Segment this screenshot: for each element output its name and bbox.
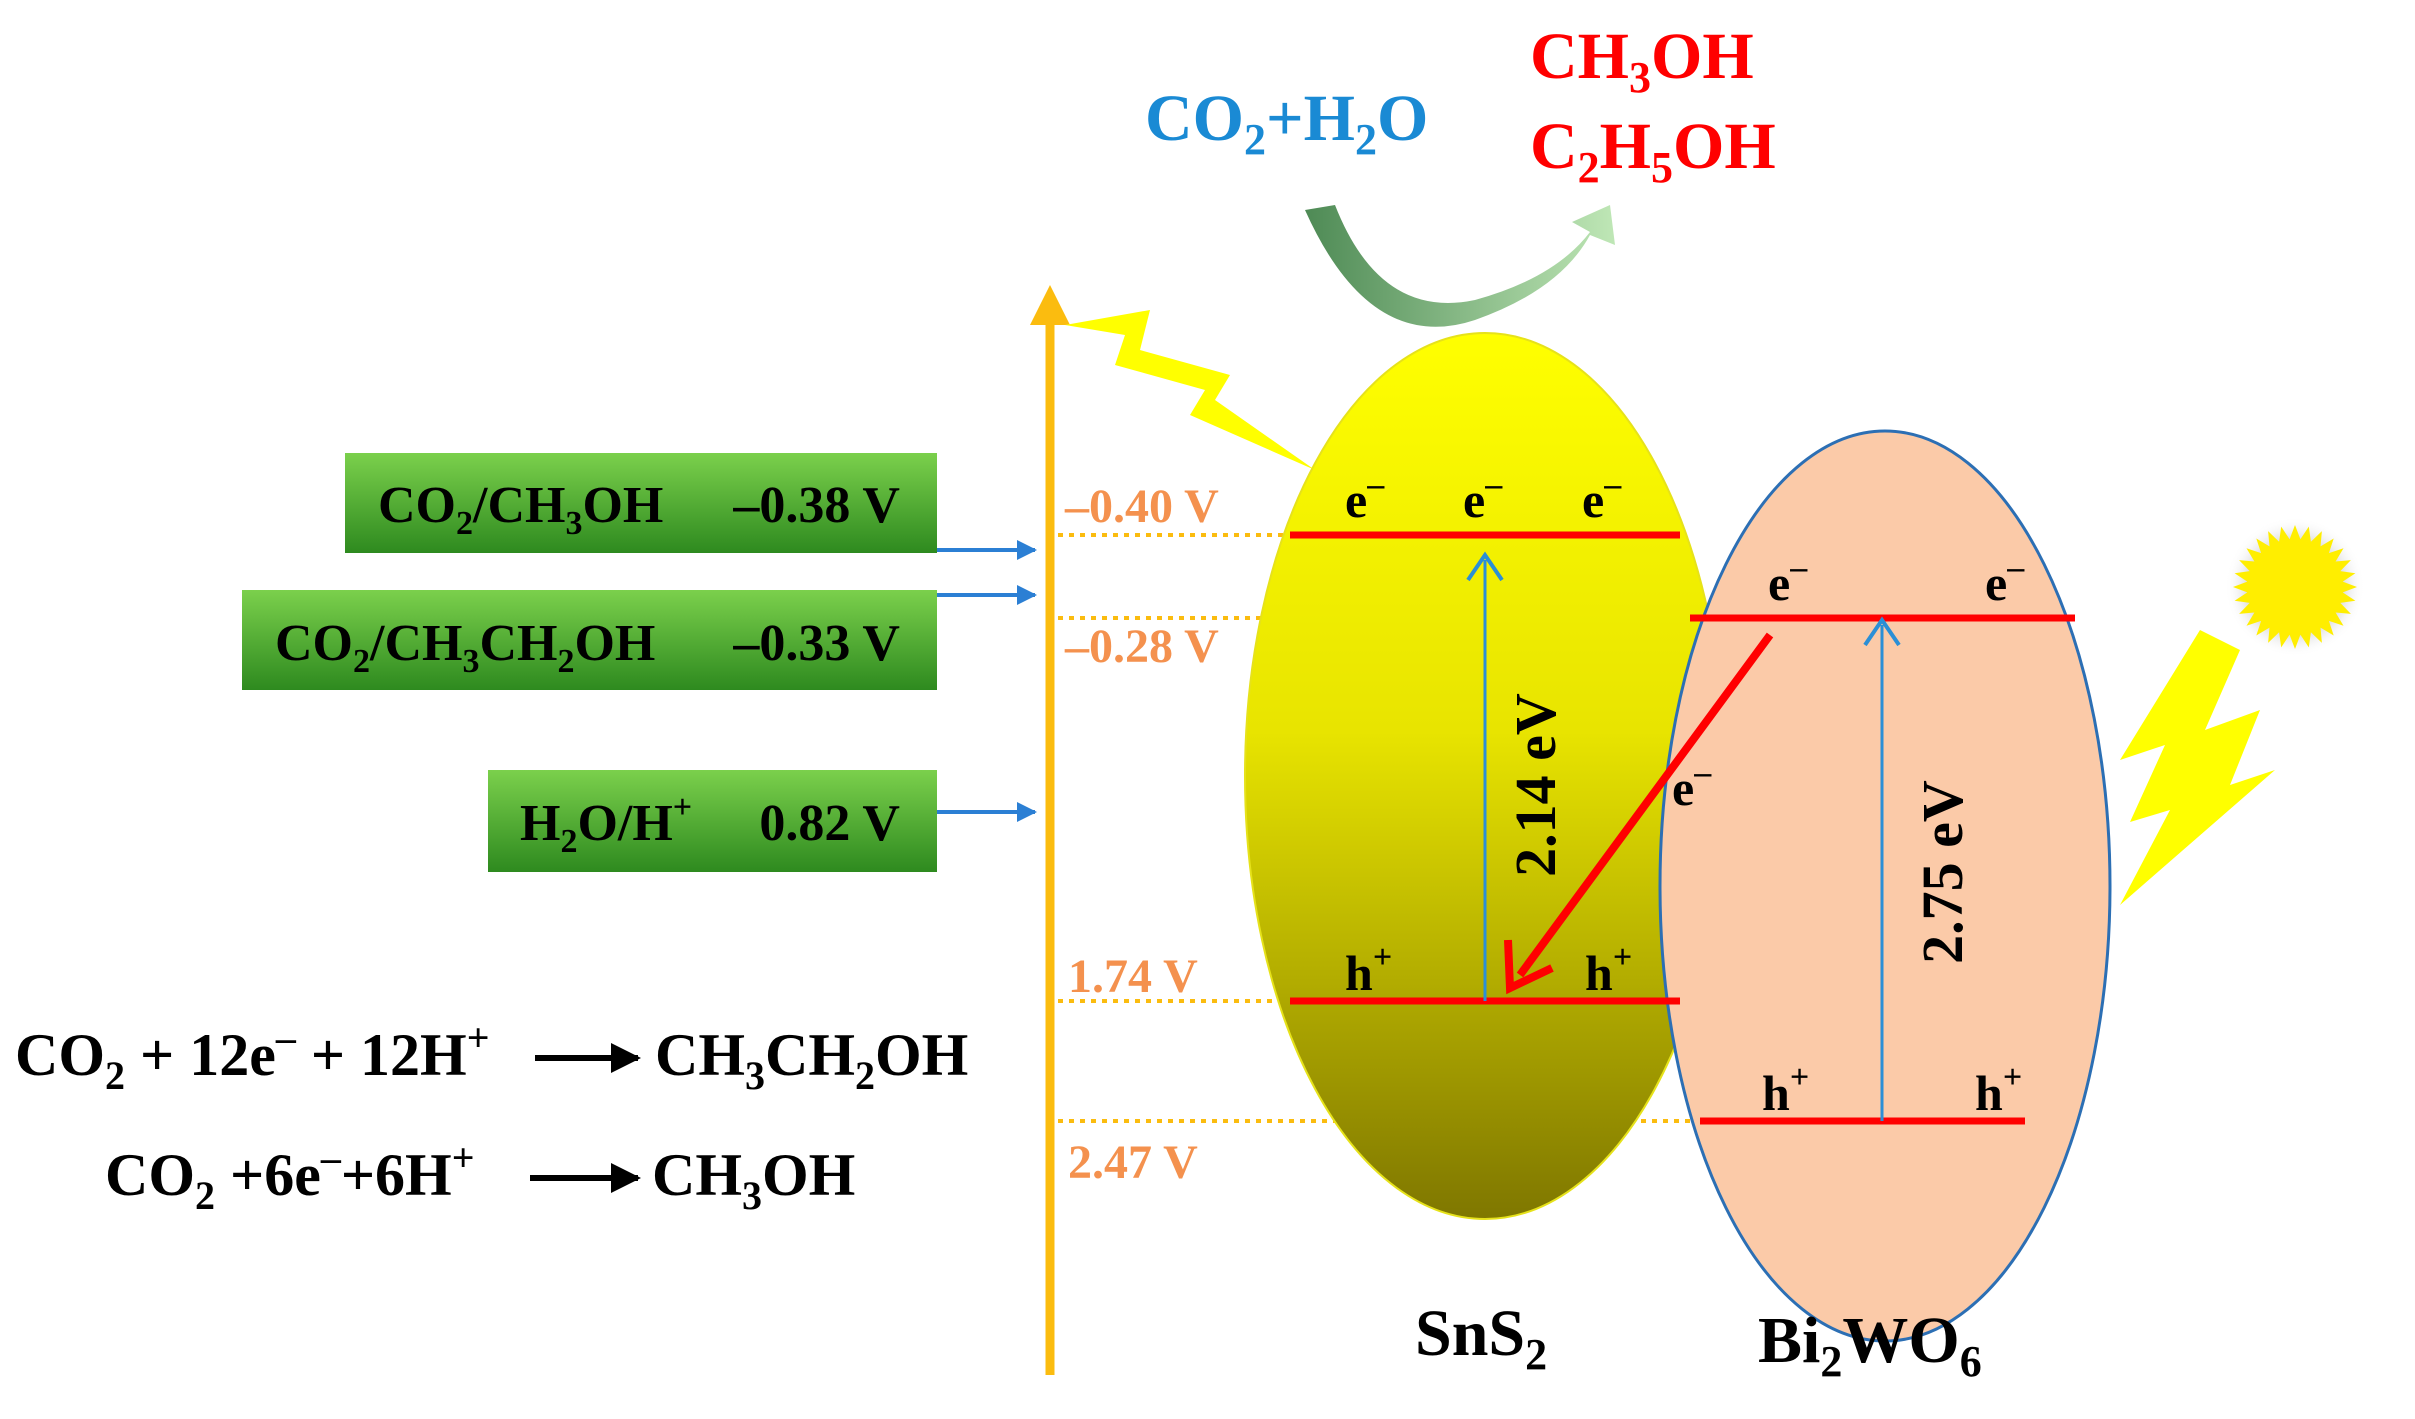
product-methanol: CH3OH <box>1530 20 1754 102</box>
product-ethanol: C2H5OH <box>1530 110 1776 192</box>
bi2wo6-hole-1: h+ <box>1762 1059 1809 1121</box>
transfer-electron-label: e– <box>1672 754 1712 816</box>
bi2wo6-label: Bi2WO6 <box>1758 1304 1982 1386</box>
bi2wo6-excitation-arrowhead <box>1863 616 1901 647</box>
electron-transfer-arrowhead <box>1504 939 1554 995</box>
sns2-band-gap-label: 2.14 eV <box>1503 693 1568 877</box>
bi2wo6-electron-1: e– <box>1768 549 1808 611</box>
conversion-curved-arrow <box>1305 205 1615 327</box>
level-label-cb-sns2: –0.40 V <box>1064 480 1219 533</box>
svg-text:0.82 V: 0.82 V <box>759 795 900 852</box>
svg-text:CO2/CH3OH: CO2/CH3OH <box>378 477 663 542</box>
level-label-vb-sns2: 1.74 V <box>1068 950 1198 1003</box>
sns2-electron-1: e– <box>1345 466 1385 528</box>
lightning-bolt-right-icon <box>2120 630 2275 905</box>
bi2wo6-hole-2: h+ <box>1975 1059 2022 1121</box>
level-label-cb-bi2wo6: –0.28 V <box>1064 620 1219 673</box>
equation-methanol-product: CH3OH <box>652 1142 855 1218</box>
bi2wo6-electron-2: e– <box>1985 549 2025 611</box>
equation-methanol: CO2 +6e–+6H+ <box>105 1135 474 1218</box>
sun-icon <box>2233 525 2357 649</box>
sns2-label: SnS2 <box>1415 1297 1547 1379</box>
svg-text:H2O/H+: H2O/H+ <box>520 789 692 860</box>
equation-ethanol-product: CH3CH2OH <box>655 1022 968 1098</box>
electron-transfer-arrow <box>1516 632 1774 978</box>
bi2wo6-particle <box>1658 429 2112 1343</box>
sns2-excitation-arrowhead <box>1466 551 1504 582</box>
sns2-hole-1: h+ <box>1345 939 1392 1001</box>
level-label-vb-bi2wo6: 2.47 V <box>1068 1136 1198 1189</box>
reactants-label: CO2+H2O <box>1145 82 1428 164</box>
sns2-electron-3: e– <box>1582 466 1622 528</box>
potential-co2-ch3ch2oh: CO2/CH3CH2OH –0.33 V <box>242 590 937 690</box>
potential-h2o-h: H2O/H+ 0.82 V <box>488 770 937 872</box>
potential-co2-ch3oh: CO2/CH3OH –0.38 V <box>345 453 937 553</box>
bi2wo6-band-gap-label: 2.75 eV <box>1910 780 1975 964</box>
sns2-electron-2: e– <box>1463 466 1503 528</box>
svg-text:CO2/CH3CH2OH: CO2/CH3CH2OH <box>275 615 655 680</box>
lightning-bolt-left-icon <box>1065 310 1315 470</box>
sns2-hole-2: h+ <box>1585 939 1632 1001</box>
svg-text:–0.33 V: –0.33 V <box>732 615 900 672</box>
equation-ethanol: CO2 + 12e– + 12H+ <box>15 1015 489 1098</box>
energy-axis-arrowhead <box>1030 285 1070 325</box>
svg-text:–0.38 V: –0.38 V <box>732 477 900 534</box>
